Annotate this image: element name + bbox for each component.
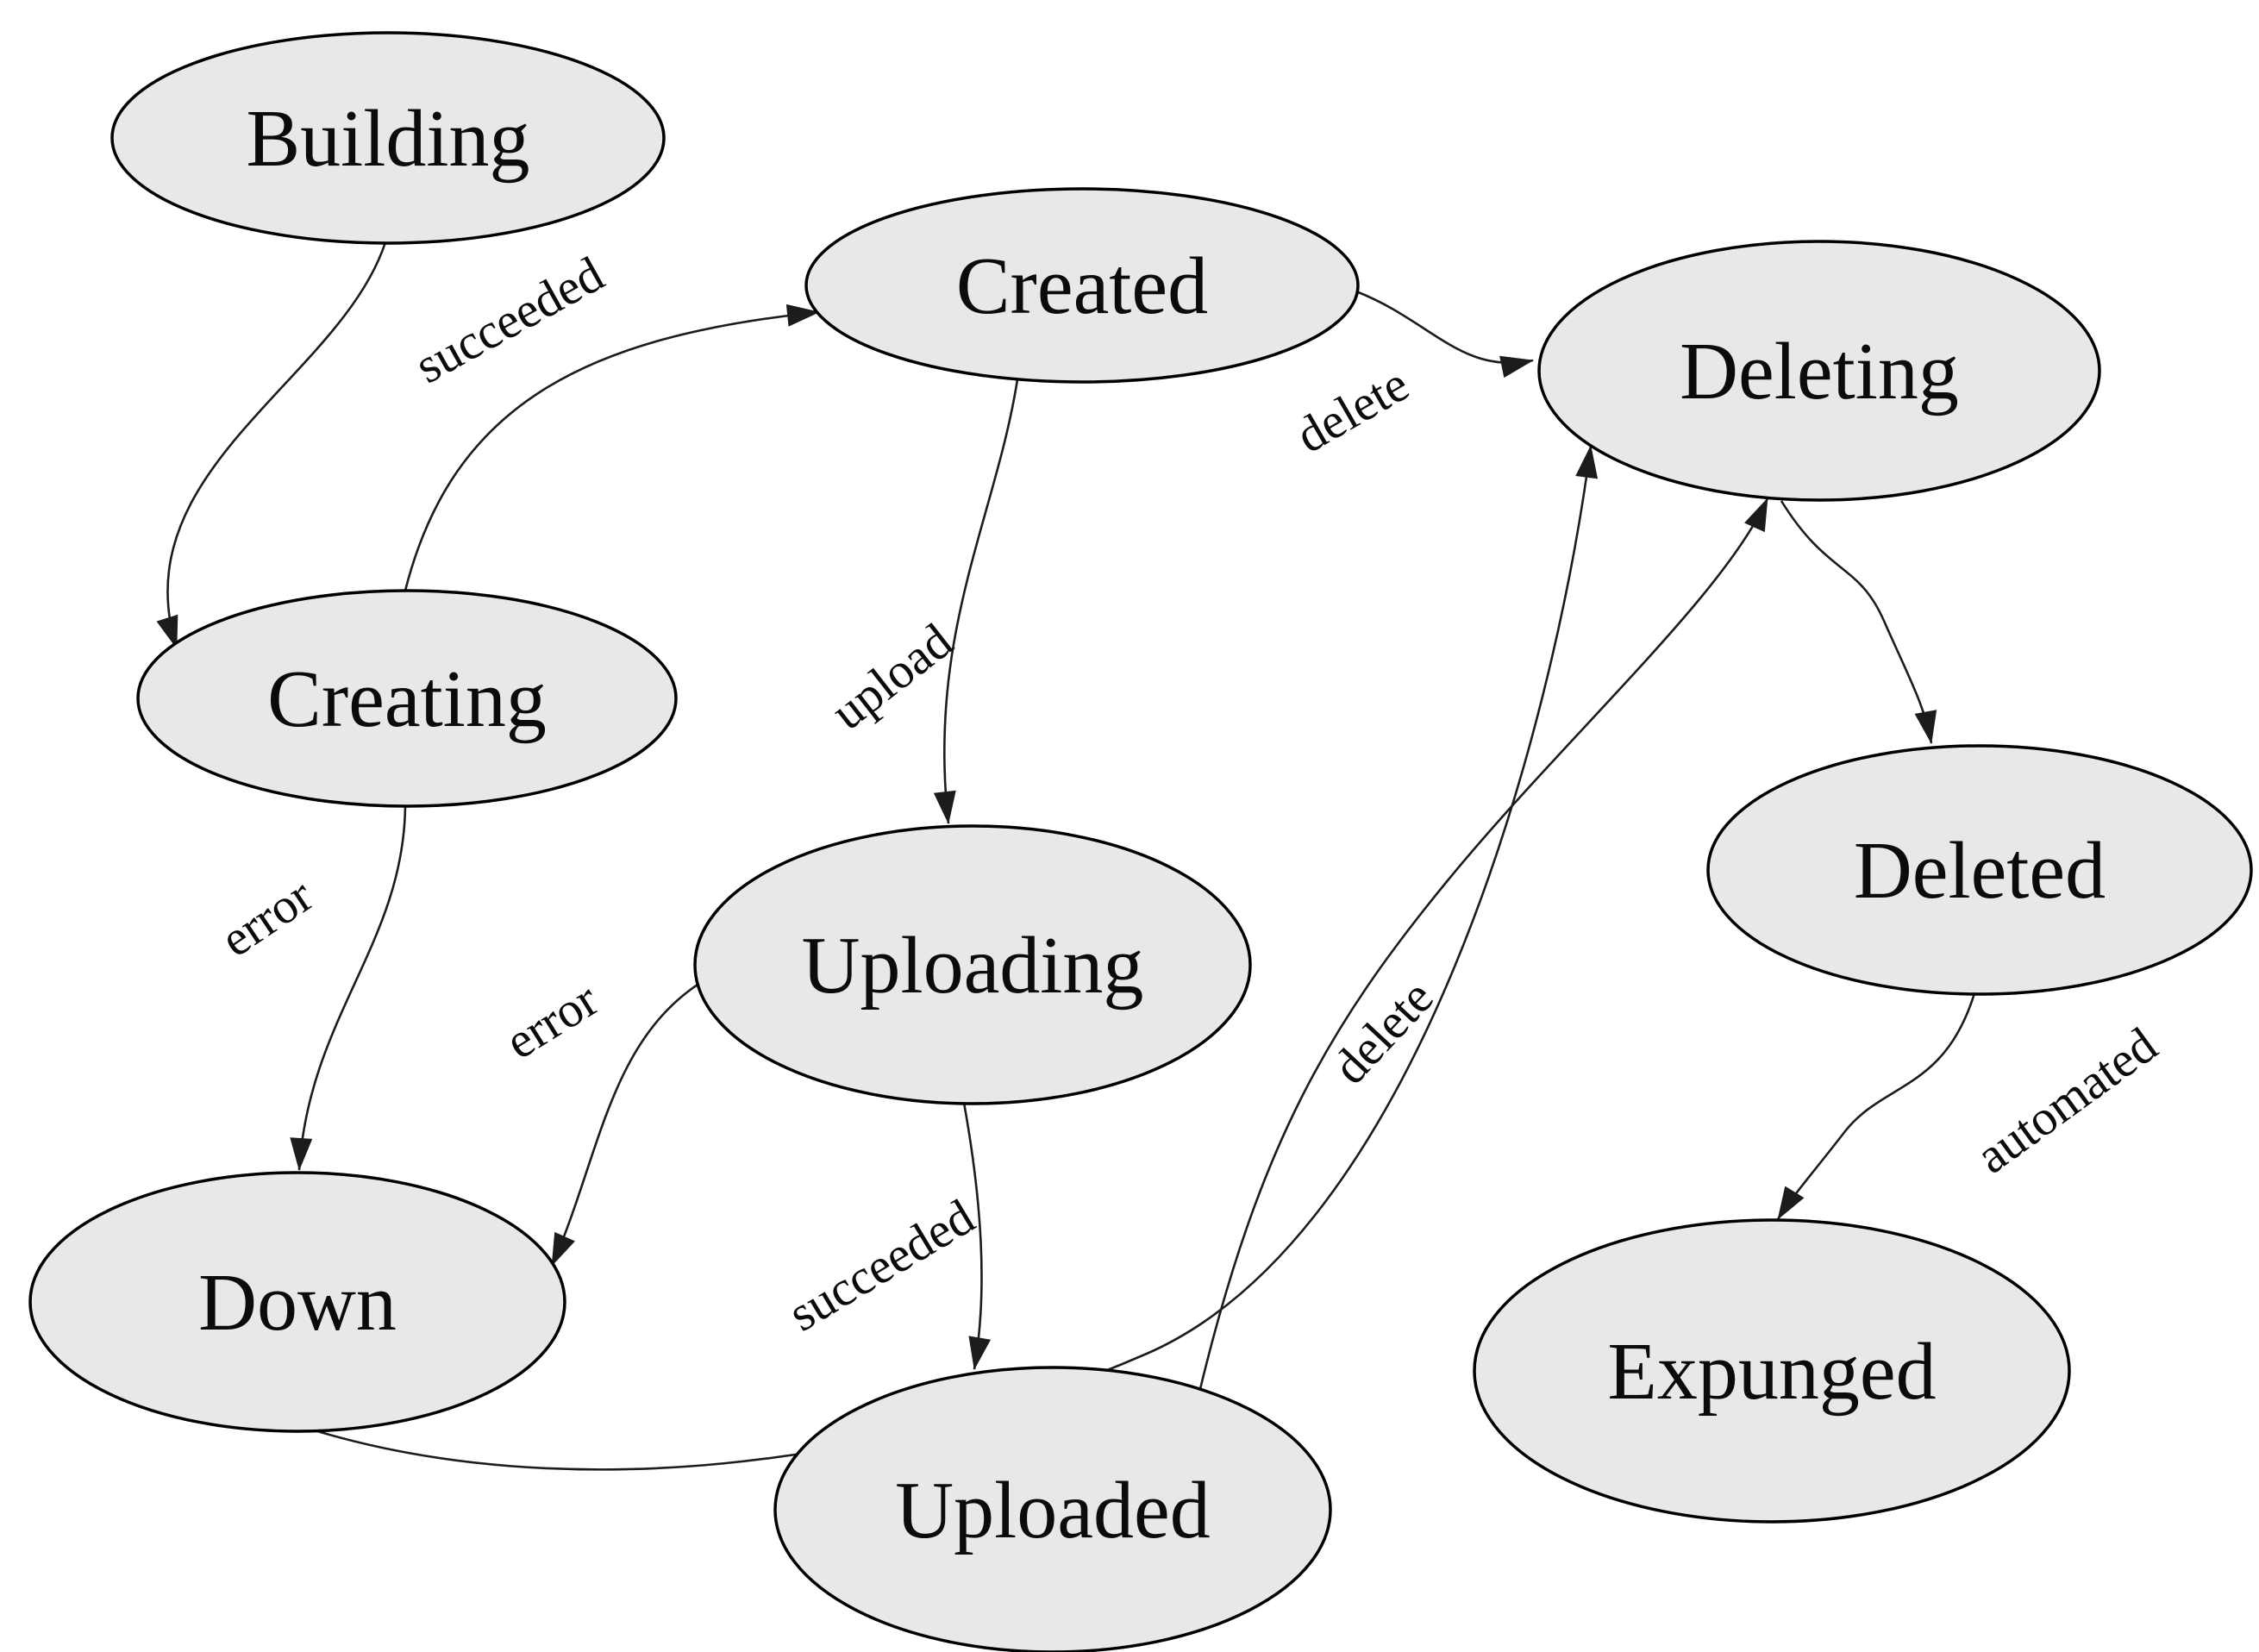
transition-arrow-uploading-to-uploaded [962,1102,992,1370]
state-ellipse-uploading [693,824,1252,1105]
state-label-expunged: Expunged [1607,1327,1936,1417]
state-node-uploaded: Uploaded [773,1366,1332,1652]
transition-label-creating-to-created: succeeded [406,246,613,394]
state-label-down: Down [198,1258,397,1348]
state-node-uploading: Uploading [693,824,1252,1105]
transition-arrow-deleted-to-expunged [1776,992,1976,1220]
state-ellipse-building [110,31,666,245]
state-label-building: Building [246,94,529,184]
node-layer: BuildingCreatedDeletingCreatingUploading… [28,31,2253,1652]
transition-label-created-to-deleting: delete [1286,355,1417,464]
state-ellipse-creating [136,589,678,808]
transition-label-uploading-to-uploaded: succeeded [779,1188,984,1342]
state-node-deleted: Deleted [1706,744,2253,996]
transition-arrow-down-to-deleting [314,445,1599,1471]
state-label-uploaded: Uploaded [895,1466,1210,1555]
transition-label-deleted-to-expunged: automated [1966,1017,2168,1185]
transition-arrow-uploading-to-down [550,981,701,1267]
state-ellipse-down [28,1171,566,1433]
state-label-creating: Creating [267,654,547,744]
transition-label-created-to-uploading: upload [821,612,962,740]
edge-layer [156,241,1976,1471]
state-node-created: Created [804,187,1360,384]
transition-arrow-uploaded-to-deleting [1198,497,1769,1390]
transition-arrow-creating-to-down [290,805,407,1171]
state-node-down: Down [28,1171,566,1433]
state-node-creating: Creating [136,589,678,808]
transition-arrow-deleting-to-deleted [1780,500,1937,744]
state-label-created: Created [956,241,1208,331]
state-ellipse-expunged [1473,1218,2071,1524]
transition-arrow-building-to-creating [156,241,387,649]
transition-label-uploading-to-down: error [496,971,608,1070]
state-label-deleted: Deleted [1854,826,2106,916]
state-label-uploading: Uploading [802,921,1144,1011]
state-node-building: Building [110,31,666,245]
state-node-deleting: Deleting [1537,240,2101,502]
transition-arrow-created-to-deleting [1355,290,1534,379]
state-label-deleting: Deleting [1680,327,1959,416]
state-node-expunged: Expunged [1473,1218,2071,1524]
state-ellipse-deleting [1537,240,2101,502]
transition-label-creating-to-down: error [210,867,322,967]
transition-arrow-created-to-uploading [933,379,1019,824]
state-ellipse-deleted [1706,744,2253,996]
state-ellipse-uploaded [773,1366,1332,1652]
transition-arrow-creating-to-created [404,303,820,591]
state-ellipse-created [804,187,1360,384]
